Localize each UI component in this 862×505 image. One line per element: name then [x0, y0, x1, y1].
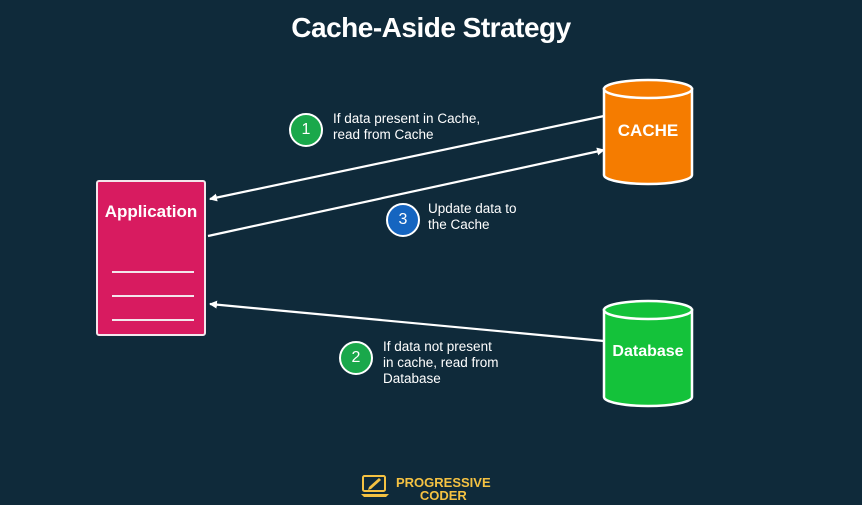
laptop-pencil-icon — [360, 473, 390, 504]
step-3: 3 Update data to the Cache — [386, 201, 517, 237]
step-1-badge: 1 — [289, 113, 323, 147]
step-3-text-line-2: the Cache — [428, 217, 490, 232]
cache-label: CACHE — [617, 121, 679, 140]
brand-logo: PROGRESSIVE CODER — [360, 473, 491, 504]
step-3-text-line-1: Update data to — [428, 201, 517, 216]
step-2-text-line-1: If data not present — [383, 339, 492, 354]
arrow-cache-to-app — [209, 114, 605, 202]
step-3-badge: 3 — [386, 203, 420, 237]
step-1: 1 If data present in Cache, read from Ca… — [289, 111, 480, 147]
step-1-text-line-1: If data present in Cache, — [333, 111, 481, 126]
application-line-2 — [112, 295, 194, 297]
arrow-db-to-app — [209, 300, 605, 343]
step-2-text-line-2: in cache, read from — [383, 355, 499, 370]
diagram-title: Cache-Aside Strategy — [291, 12, 571, 43]
step-3-text: Update data to the Cache — [428, 201, 517, 233]
brand-line-1: PROGRESSIVE — [396, 474, 491, 490]
step-1-text-line-2: read from Cache — [333, 127, 434, 142]
brand-text: PROGRESSIVE CODER — [396, 476, 491, 502]
arrow-app-to-cache — [207, 147, 605, 238]
database-label: Database — [612, 343, 684, 360]
step-2-badge: 2 — [339, 341, 373, 375]
brand-line-2: CODER — [419, 487, 467, 503]
step-1-text: If data present in Cache, read from Cach… — [333, 111, 480, 143]
application-label: Application — [104, 202, 198, 221]
application-box: Application — [96, 180, 206, 336]
application-line-1 — [112, 271, 194, 273]
step-2: 2 If data not present in cache, read fro… — [339, 339, 499, 387]
step-2-text: If data not present in cache, read from … — [383, 339, 499, 387]
step-2-text-line-3: Database — [383, 371, 441, 386]
cache-cylinder — [602, 78, 694, 186]
database-cylinder — [602, 299, 694, 408]
application-line-3 — [112, 319, 194, 321]
